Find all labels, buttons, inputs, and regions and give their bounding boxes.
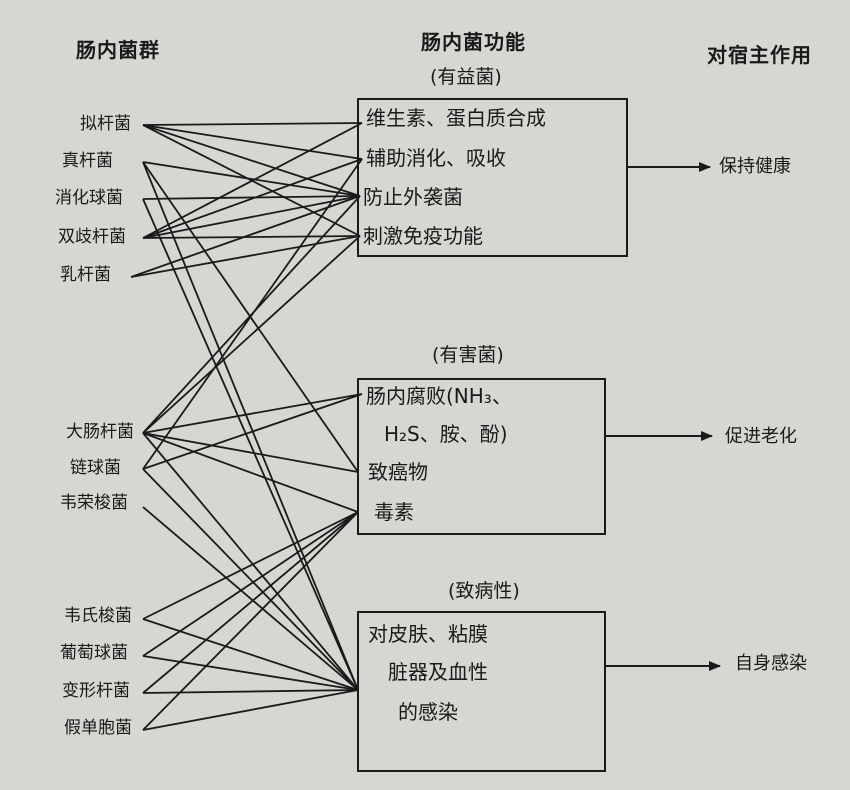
connection-line bbox=[142, 235, 361, 239]
function-box-harmful bbox=[357, 378, 606, 535]
connection-line bbox=[142, 122, 363, 126]
function-label: 对皮肤、粘膜 bbox=[368, 622, 488, 646]
function-label: 防止外袭菌 bbox=[363, 185, 463, 209]
connection-line bbox=[142, 158, 363, 239]
category-beneficial: (有益菌) bbox=[430, 66, 502, 88]
connection-line bbox=[142, 468, 359, 691]
connection-line bbox=[142, 161, 361, 197]
connection-line bbox=[142, 511, 359, 731]
connection-line bbox=[142, 195, 361, 200]
header-function: 肠内菌功能 bbox=[421, 30, 526, 54]
connection-line bbox=[142, 511, 359, 657]
connection-line bbox=[142, 655, 359, 691]
function-label: 的感染 bbox=[398, 700, 458, 724]
category-harmful: (有害菌) bbox=[432, 344, 504, 366]
function-box-beneficial bbox=[357, 98, 628, 257]
connection-line bbox=[142, 432, 359, 691]
connection-line bbox=[142, 158, 363, 470]
function-label: 毒素 bbox=[374, 500, 414, 524]
function-label: 致癌物 bbox=[368, 460, 428, 484]
connection-line bbox=[142, 124, 363, 160]
header-host-effect: 对宿主作用 bbox=[707, 43, 812, 67]
connection-line bbox=[142, 161, 359, 691]
effect-keep-healthy: 保持健康 bbox=[719, 156, 791, 177]
connection-line bbox=[142, 393, 363, 434]
connection-line bbox=[142, 689, 359, 731]
bacteria-label: 消化球菌 bbox=[55, 188, 123, 208]
header-bacteria-group: 肠内菌群 bbox=[76, 38, 160, 62]
bacteria-label: 真杆菌 bbox=[62, 151, 113, 171]
connection-line bbox=[142, 195, 361, 239]
bacteria-label: 拟杆菌 bbox=[80, 114, 131, 134]
connection-line bbox=[142, 393, 363, 470]
bacteria-label: 韦荣梭菌 bbox=[60, 493, 128, 513]
connection-line bbox=[142, 122, 363, 239]
category-pathogenic: (致病性) bbox=[448, 580, 520, 602]
bacteria-label: 链球菌 bbox=[70, 458, 121, 478]
bacteria-label: 葡萄球菌 bbox=[60, 643, 128, 663]
connection-line bbox=[142, 432, 359, 473]
bacteria-label: 韦氏梭菌 bbox=[64, 606, 132, 626]
connection-line bbox=[130, 235, 361, 278]
function-label: 肠内腐败(NH₃、 bbox=[366, 384, 512, 408]
function-label: 刺激免疫功能 bbox=[363, 224, 483, 248]
bacteria-label: 大肠杆菌 bbox=[66, 422, 134, 442]
bacteria-label: 双歧杆菌 bbox=[58, 227, 126, 247]
function-label: 维生素、蛋白质合成 bbox=[366, 106, 546, 130]
function-label: H₂S、胺、酚) bbox=[384, 422, 508, 446]
connection-line bbox=[142, 198, 359, 691]
bacteria-label: 假单胞菌 bbox=[64, 718, 132, 738]
connection-line bbox=[142, 506, 359, 691]
function-label: 辅助消化、吸收 bbox=[366, 146, 506, 170]
bacteria-label: 乳杆菌 bbox=[60, 265, 111, 285]
effect-self-infection: 自身感染 bbox=[735, 653, 807, 674]
connection-line bbox=[142, 235, 361, 434]
connection-line bbox=[142, 124, 361, 197]
connection-line bbox=[142, 511, 359, 694]
connection-line bbox=[142, 618, 359, 691]
function-label: 脏器及血性 bbox=[388, 660, 488, 684]
connection-line bbox=[142, 511, 359, 620]
connection-line bbox=[142, 432, 359, 513]
connection-line bbox=[142, 689, 359, 694]
effect-promote-aging: 促进老化 bbox=[725, 426, 797, 447]
bacteria-label: 变形杆菌 bbox=[62, 681, 130, 701]
function-box-pathogenic bbox=[357, 611, 606, 772]
connection-line bbox=[130, 195, 361, 278]
